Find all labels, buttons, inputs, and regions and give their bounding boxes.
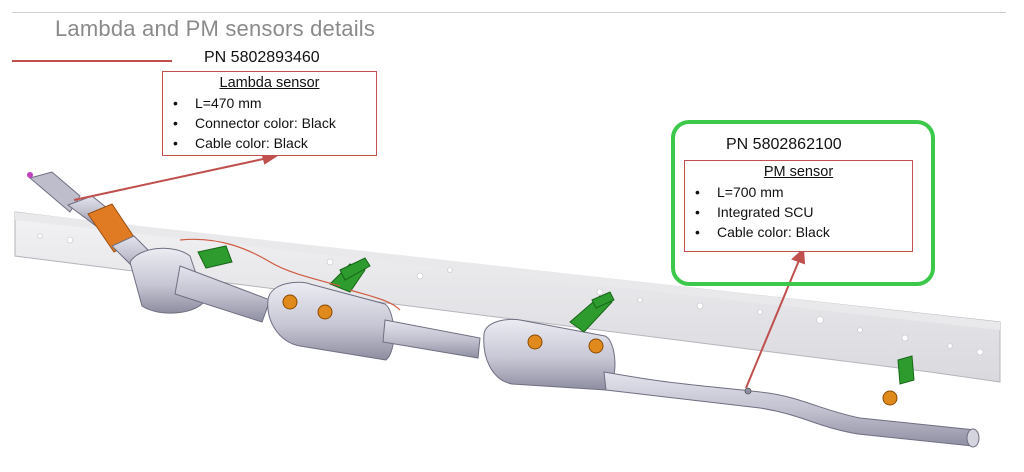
lambda-spec-item: Connector color: Black [173, 113, 376, 133]
pm-spec-item: L=700 mm [695, 182, 912, 202]
doc-housing [129, 247, 271, 323]
header-divider [12, 12, 1006, 13]
sensor-caps [282, 294, 898, 406]
lambda-spec-list: L=470 mm Connector color: Black Cable co… [163, 93, 376, 153]
pm-part-number: PN 5802862100 [726, 136, 842, 153]
pm-spec-item: Cable color: Black [695, 222, 912, 242]
chassis-frame [14, 211, 1001, 383]
pm-sensor-callout: PM sensor L=700 mm Integrated SCU Cable … [684, 160, 913, 252]
pm-callout-heading: PM sensor [763, 164, 834, 180]
title-accent-line [12, 60, 172, 62]
scr-canister [483, 318, 616, 391]
slide-title: Lambda and PM sensors details [55, 16, 376, 41]
lambda-sensor-callout: Lambda sensor L=470 mm Connector color: … [162, 71, 377, 156]
pm-spec-list: L=700 mm Integrated SCU Cable color: Bla… [685, 182, 912, 242]
lambda-spec-item: Cable color: Black [173, 133, 376, 153]
lambda-callout-heading: Lambda sensor [219, 75, 320, 91]
lambda-part-number: PN 5802893460 [204, 49, 320, 66]
wiring-harness [179, 238, 401, 311]
pm-highlight-frame [671, 120, 935, 286]
mounting-bracket-icon [197, 245, 915, 385]
dpf-canister [267, 281, 481, 361]
tail-pipe [603, 371, 980, 448]
lambda-sensor-icon [27, 172, 33, 178]
lambda-spec-item: L=470 mm [173, 93, 376, 113]
pm-sensor-icon [744, 387, 752, 395]
pm-spec-item: Integrated SCU [695, 202, 912, 222]
